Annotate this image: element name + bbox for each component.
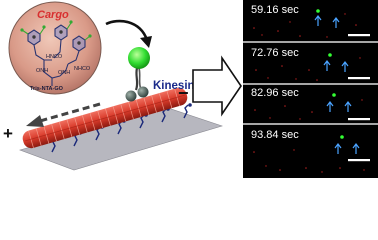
- panel-time-label: 93.84 sec: [251, 129, 299, 141]
- marker-arrow-icon: [352, 143, 360, 154]
- scheme: + −: [3, 1, 223, 171]
- chem-label-onh-left: ONH: [36, 68, 48, 74]
- panel-time-label: 72.76 sec: [251, 47, 299, 59]
- nanosheet-label: Tris-NTA-GO: [30, 86, 64, 92]
- figure: + −: [3, 0, 378, 178]
- transition-arrow: [192, 55, 242, 117]
- kinesin-head-right: [137, 86, 149, 98]
- micrograph-panels: 59.16 sec 72.76 sec: [243, 0, 378, 178]
- scale-bar: [348, 118, 370, 121]
- microtubule: [22, 87, 188, 149]
- marker-arrow-icon: [344, 101, 352, 112]
- micrograph-panel: 93.84 sec: [251, 129, 370, 173]
- plus-end-label: +: [3, 124, 13, 143]
- kinesin-head-left: [125, 90, 137, 102]
- kinesin-motor: [125, 67, 149, 102]
- surface-anchors: [51, 104, 189, 153]
- marker-arrow-icon: [326, 101, 334, 112]
- micrograph-panel: 82.96 sec: [243, 87, 378, 125]
- linking-curved-arrow: [105, 19, 149, 41]
- cargo-spot: [316, 9, 320, 13]
- panel-time-label: 59.16 sec: [251, 4, 299, 16]
- chem-label-nhco: NHCO: [74, 66, 91, 72]
- micrograph-panel: 72.76 sec: [243, 47, 378, 85]
- cargo-spot: [340, 135, 344, 139]
- panel-time-label: 82.96 sec: [251, 87, 299, 99]
- cargo-label: Cargo: [37, 9, 69, 21]
- cargo-bead: [128, 47, 150, 69]
- cargo-spot: [332, 93, 336, 97]
- scale-bar: [348, 77, 370, 80]
- marker-arrow-icon: [332, 17, 340, 28]
- motion-direction-arrow: [26, 102, 101, 127]
- marker-arrow-icon: [341, 61, 349, 72]
- go-nanosheet-circle: [8, 1, 102, 95]
- minus-end-label: −: [178, 83, 189, 103]
- marker-arrow-icon: [314, 15, 322, 26]
- chem-label-onh-right: ONH: [58, 70, 70, 76]
- marker-arrow-icon: [323, 60, 331, 71]
- micrograph-panel: 59.16 sec: [243, 4, 378, 43]
- marker-arrow-icon: [334, 143, 342, 154]
- chem-label-hnco: HNCO: [46, 54, 63, 60]
- tris-nta-structure: [20, 20, 92, 86]
- scale-bar: [348, 34, 370, 37]
- scale-bar: [348, 159, 370, 162]
- cargo-spot: [328, 53, 332, 57]
